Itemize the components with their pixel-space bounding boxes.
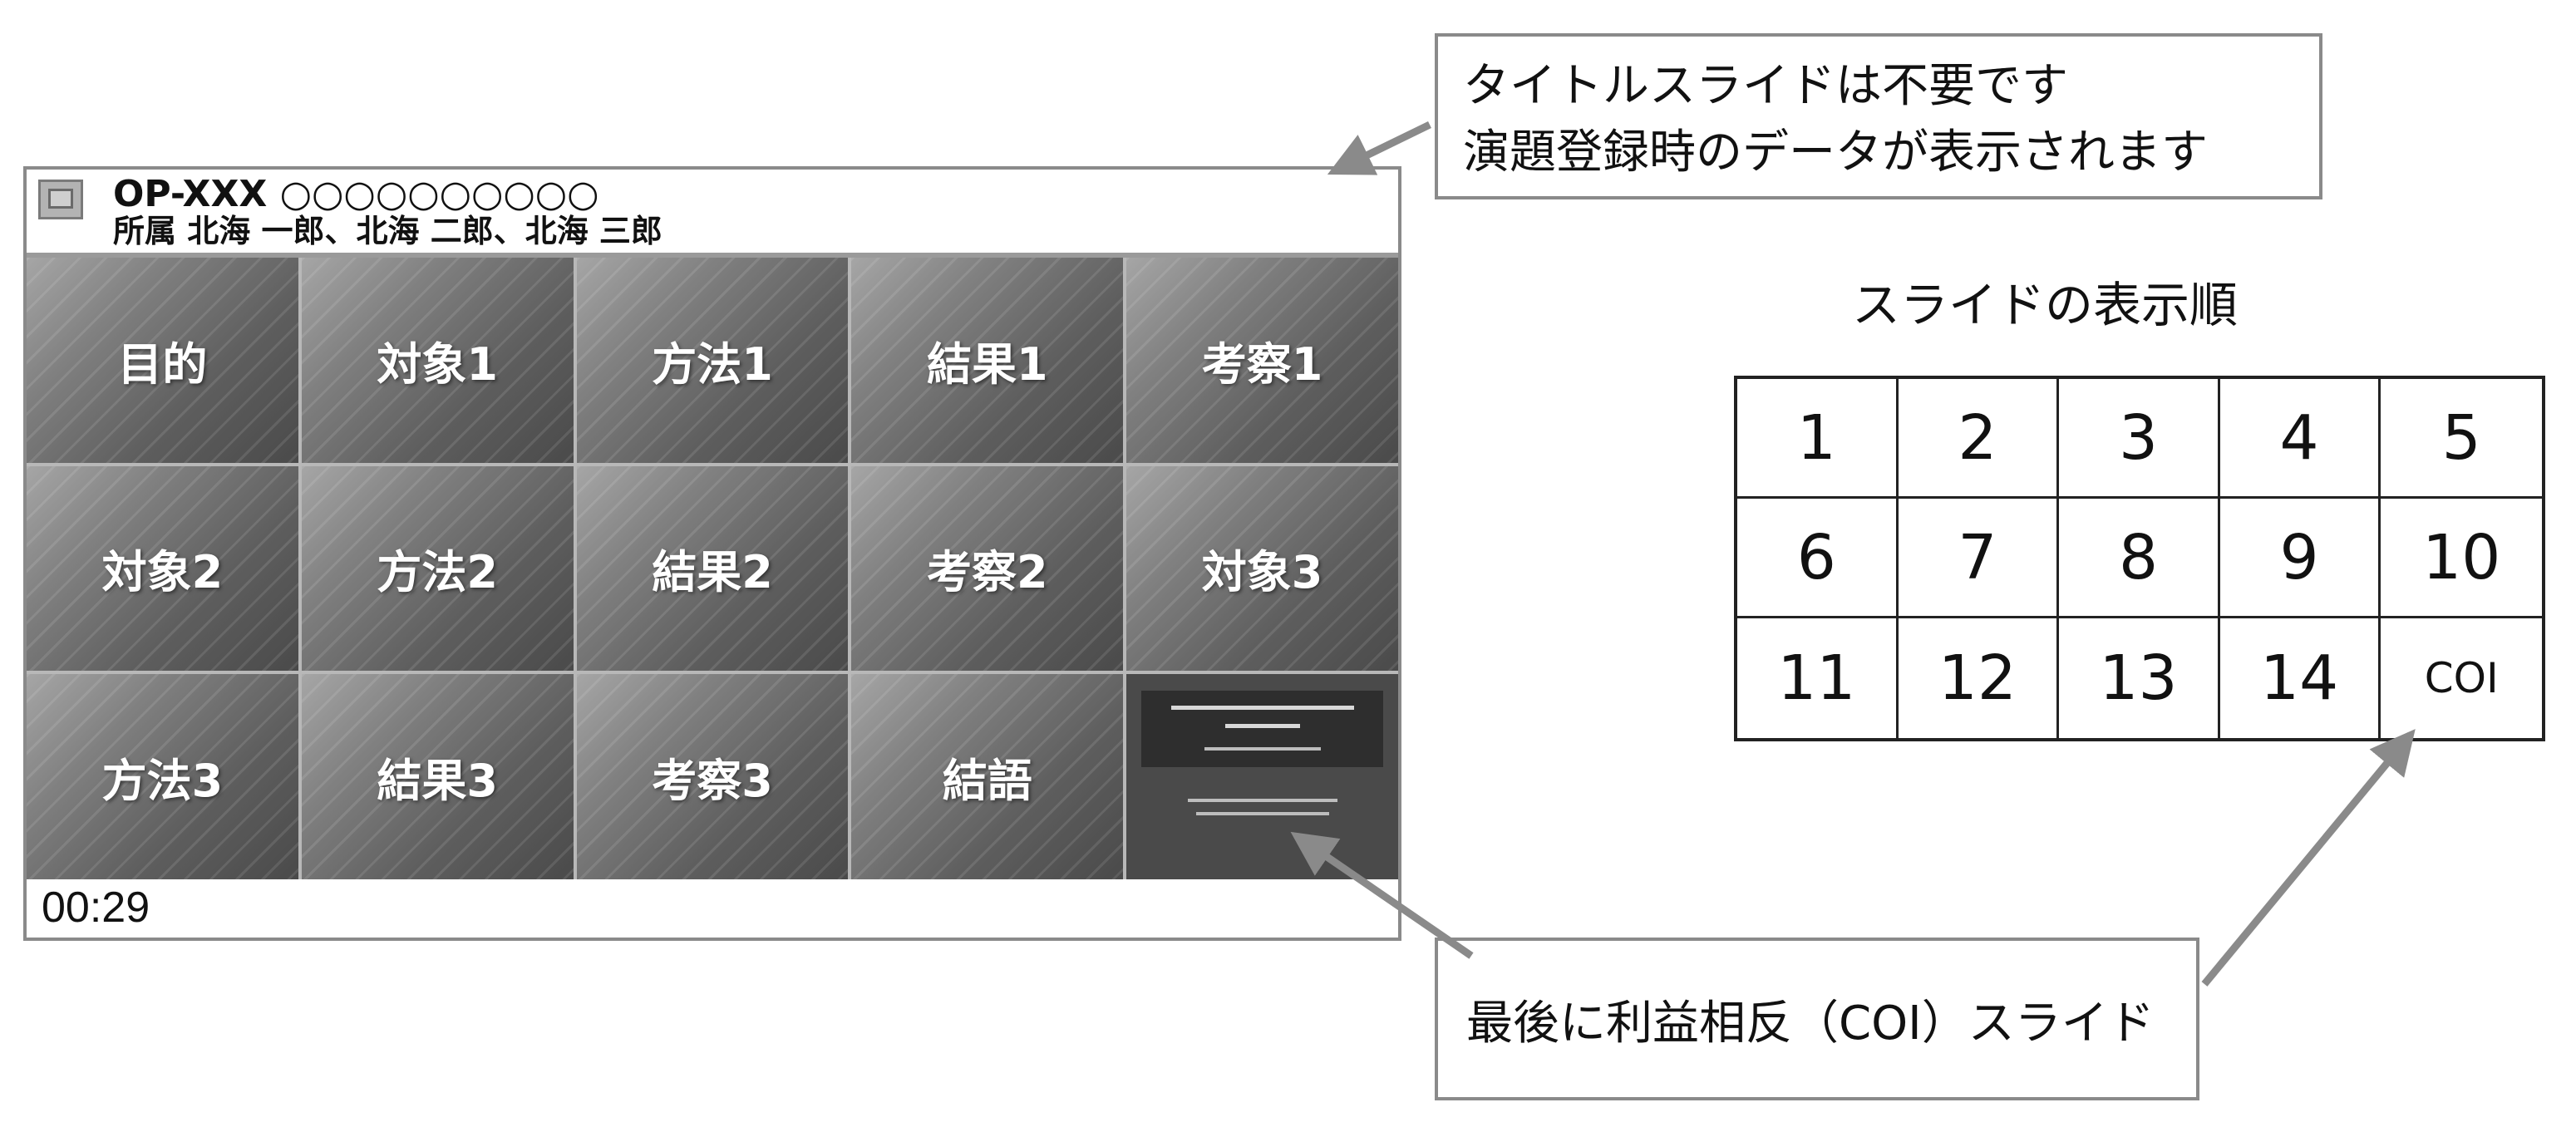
- order-cell: 4: [2219, 379, 2381, 499]
- arrow-to-coi-thumbnail: [1290, 831, 1474, 959]
- order-cell: 9: [2219, 499, 2381, 618]
- slide-label: 考察2: [927, 546, 1048, 599]
- slide-thumbnail[interactable]: 結果1: [851, 258, 1124, 463]
- slide-label: 方法1: [652, 337, 773, 391]
- slide-thumbnail[interactable]: 対象1: [301, 258, 574, 463]
- slide-thumbnail[interactable]: 結語: [851, 674, 1124, 879]
- elapsed-timer: 00:29: [42, 883, 150, 932]
- order-cell: 10: [2381, 499, 2542, 618]
- slide-label: 対象1: [377, 337, 498, 391]
- slide-thumbnail[interactable]: 対象2: [27, 465, 298, 672]
- order-cell: 1: [1737, 379, 1899, 499]
- slide-label: 目的: [117, 337, 208, 391]
- slide-label: 方法3: [101, 755, 224, 808]
- screen-header: OP-XXX ○○○○○○○○○○ 所属 北海 一郎、北海 二郎、北海 三郎: [27, 170, 1398, 258]
- slide-thumbnail[interactable]: 考察3: [576, 674, 849, 879]
- order-cell-coi: COI: [2424, 654, 2499, 702]
- coi-text-line: [1204, 747, 1321, 751]
- presentation-screen: OP-XXX ○○○○○○○○○○ 所属 北海 一郎、北海 二郎、北海 三郎 目…: [23, 166, 1401, 941]
- note-line: 演題登録時のデータが表示されます: [1463, 126, 2208, 180]
- order-cell: 3: [2059, 379, 2220, 499]
- slide-thumbnail[interactable]: 考察1: [1126, 258, 1398, 463]
- slide-order-table: 1 2 3 4 5 6 7 8 9 10 11 12 13 14 COI: [1734, 376, 2545, 741]
- order-cell: 6: [1737, 499, 1899, 618]
- slide-thumbnail[interactable]: 方法3: [27, 674, 298, 879]
- slide-label: 考察1: [1201, 337, 1323, 391]
- slide-label: 対象3: [1201, 546, 1323, 599]
- coi-text-line: [1195, 812, 1329, 816]
- slide-label: 考察3: [652, 755, 773, 808]
- presentation-title: OP-XXX ○○○○○○○○○○: [113, 173, 599, 215]
- slide-thumbnail-grid: 目的 対象1 方法1 結果1 考察1 対象2 方法2 結果2 考察2 対象3 方…: [27, 258, 1398, 879]
- order-cell: 8: [2059, 499, 2220, 618]
- slide-label: 結語: [942, 755, 1032, 808]
- slide-label: 結果3: [377, 755, 498, 808]
- order-heading: スライドの表示順: [1851, 277, 2238, 333]
- title-slide-note: タイトルスライドは不要です 演題登録時のデータが表示されます: [1435, 33, 2322, 199]
- slide-label: 結果1: [927, 337, 1048, 391]
- coi-slide-note: 最後に利益相反（COI）スライド: [1435, 938, 2199, 1100]
- order-cell: 11: [1737, 618, 1899, 738]
- slide-thumbnail[interactable]: 考察2: [851, 465, 1124, 672]
- coi-text-line: [1170, 706, 1354, 711]
- slide-label: 対象2: [101, 546, 224, 599]
- slide-thumbnail[interactable]: 結果3: [301, 674, 574, 879]
- coi-header-band: [1141, 691, 1383, 768]
- order-cell: 7: [1898, 499, 2060, 618]
- slide-label: 方法2: [377, 546, 498, 599]
- presentation-authors: 所属 北海 一郎、北海 二郎、北海 三郎: [113, 213, 662, 249]
- slide-label: 結果2: [652, 546, 773, 599]
- order-cell: 2: [1898, 379, 2060, 499]
- note-line: タイトルスライドは不要です: [1463, 59, 2068, 113]
- order-cell: 13: [2059, 618, 2220, 738]
- arrow-to-header: [1327, 121, 1431, 175]
- order-cell: 12: [1899, 618, 2060, 738]
- window-icon: [38, 180, 83, 219]
- order-cell: 14: [2220, 618, 2381, 738]
- coi-slide-thumbnail[interactable]: [1126, 674, 1398, 879]
- slide-thumbnail[interactable]: 結果2: [576, 465, 849, 672]
- slide-thumbnail[interactable]: 目的: [27, 258, 298, 463]
- slide-thumbnail[interactable]: 対象3: [1126, 465, 1398, 672]
- coi-text-line: [1187, 799, 1337, 803]
- note-text: 最後に利益相反（COI）スライド: [1466, 996, 2155, 1051]
- order-cell: 5: [2381, 379, 2542, 499]
- slide-thumbnail[interactable]: 方法2: [301, 465, 574, 672]
- slide-thumbnail[interactable]: 方法1: [576, 258, 849, 463]
- arrow-to-coi-cell: [2201, 729, 2416, 987]
- coi-text-line: [1224, 724, 1300, 729]
